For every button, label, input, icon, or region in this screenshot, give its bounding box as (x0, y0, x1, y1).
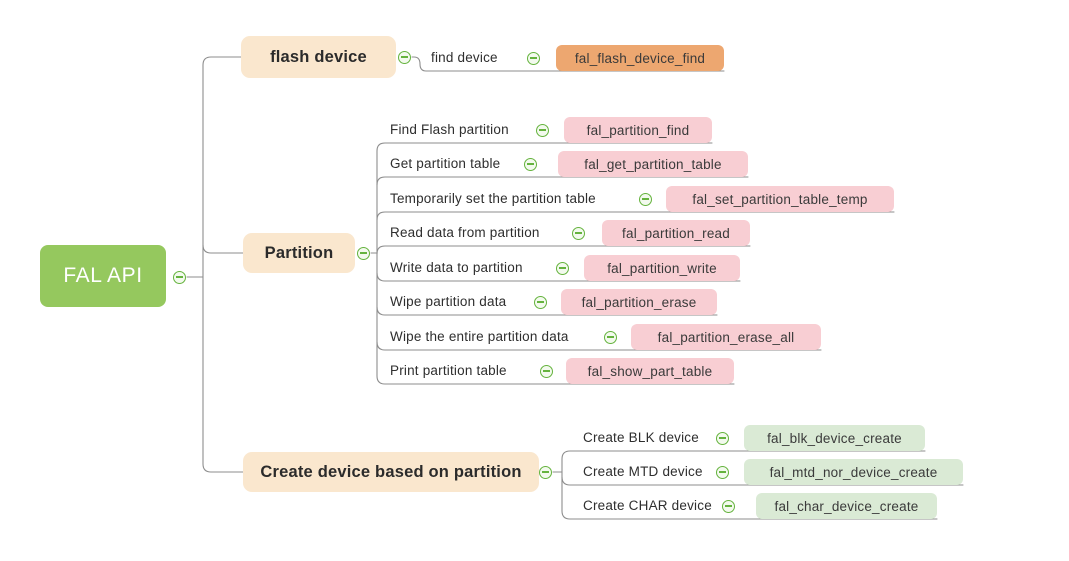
function-node-fal-show-part-table[interactable]: fal_show_part_table (566, 358, 734, 384)
connector-path (376, 306, 718, 316)
child-collapse-icon[interactable] (721, 499, 735, 513)
minus-glyph (718, 471, 726, 473)
minus-glyph (641, 198, 649, 200)
child-collapse-icon[interactable] (535, 123, 549, 137)
branch-node-create-device-based-on-partition[interactable]: Create device based on partition (243, 452, 539, 492)
child-collapse-icon[interactable] (526, 51, 540, 65)
child-label-find-flash-partition[interactable]: Find Flash partition (390, 122, 509, 137)
function-node-fal-flash-device-find[interactable]: fal_flash_device_find (556, 45, 724, 71)
minus-glyph (606, 336, 614, 338)
child-collapse-icon[interactable] (523, 157, 537, 171)
connector-path (411, 56, 725, 72)
root-node-fal-api[interactable]: FAL API (40, 245, 166, 307)
child-label-print-partition-table[interactable]: Print partition table (390, 363, 507, 378)
child-collapse-icon[interactable] (638, 192, 652, 206)
minus-glyph (526, 163, 534, 165)
minus-glyph (541, 471, 549, 473)
connector-path (376, 272, 741, 282)
function-node-fal-partition-read[interactable]: fal_partition_read (602, 220, 750, 246)
minus-glyph (529, 57, 537, 59)
child-label-find-device[interactable]: find device (431, 50, 498, 65)
connector-path (202, 244, 244, 254)
child-label-wipe-the-entire-partition-data[interactable]: Wipe the entire partition data (390, 329, 569, 344)
child-collapse-icon[interactable] (533, 295, 547, 309)
connector-path (376, 375, 735, 385)
minus-glyph (359, 252, 367, 254)
child-label-wipe-partition-data[interactable]: Wipe partition data (390, 294, 507, 309)
minus-glyph (536, 301, 544, 303)
minus-glyph (538, 129, 546, 131)
connector-path (561, 510, 938, 520)
function-node-fal-set-partition-table-temp[interactable]: fal_set_partition_table_temp (666, 186, 894, 212)
connector-path (376, 211, 895, 221)
child-collapse-icon[interactable] (539, 364, 553, 378)
child-collapse-icon[interactable] (603, 330, 617, 344)
function-node-fal-partition-find[interactable]: fal_partition_find (564, 117, 712, 143)
connector-path (561, 450, 926, 460)
child-label-temporarily-set-the-partition-table[interactable]: Temporarily set the partition table (390, 191, 596, 206)
child-collapse-icon[interactable] (555, 261, 569, 275)
function-node-fal-partition-erase-all[interactable]: fal_partition_erase_all (631, 324, 821, 350)
root-collapse-icon[interactable] (172, 270, 186, 284)
minus-glyph (542, 370, 550, 372)
child-label-create-mtd-device[interactable]: Create MTD device (583, 464, 703, 479)
child-label-write-data-to-partition[interactable]: Write data to partition (390, 260, 523, 275)
connector-path (376, 341, 822, 351)
minus-glyph (574, 232, 582, 234)
child-label-get-partition-table[interactable]: Get partition table (390, 156, 501, 171)
branch-collapse-icon[interactable] (397, 50, 411, 64)
child-collapse-icon[interactable] (715, 431, 729, 445)
branch-node-flash-device[interactable]: flash device (241, 36, 396, 78)
branch-collapse-icon[interactable] (538, 465, 552, 479)
connector-path (561, 476, 964, 486)
connector-path (376, 176, 749, 186)
minus-glyph (724, 505, 732, 507)
branch-node-partition[interactable]: Partition (243, 233, 355, 273)
child-collapse-icon[interactable] (571, 226, 585, 240)
connector-path (202, 56, 244, 473)
function-node-fal-blk-device-create[interactable]: fal_blk_device_create (744, 425, 925, 451)
function-node-fal-char-device-create[interactable]: fal_char_device_create (756, 493, 937, 519)
connector-path (376, 245, 751, 255)
function-node-fal-partition-write[interactable]: fal_partition_write (584, 255, 740, 281)
minus-glyph (400, 56, 408, 58)
minus-glyph (718, 437, 726, 439)
connector-path (376, 142, 713, 152)
child-label-create-blk-device[interactable]: Create BLK device (583, 430, 699, 445)
function-node-fal-mtd-nor-device-create[interactable]: fal_mtd_nor_device_create (744, 459, 963, 485)
child-label-read-data-from-partition[interactable]: Read data from partition (390, 225, 540, 240)
function-node-fal-partition-erase[interactable]: fal_partition_erase (561, 289, 717, 315)
child-collapse-icon[interactable] (715, 465, 729, 479)
child-label-create-char-device[interactable]: Create CHAR device (583, 498, 712, 513)
minus-glyph (558, 267, 566, 269)
function-node-fal-get-partition-table[interactable]: fal_get_partition_table (558, 151, 748, 177)
minus-glyph (175, 276, 183, 278)
branch-collapse-icon[interactable] (356, 246, 370, 260)
